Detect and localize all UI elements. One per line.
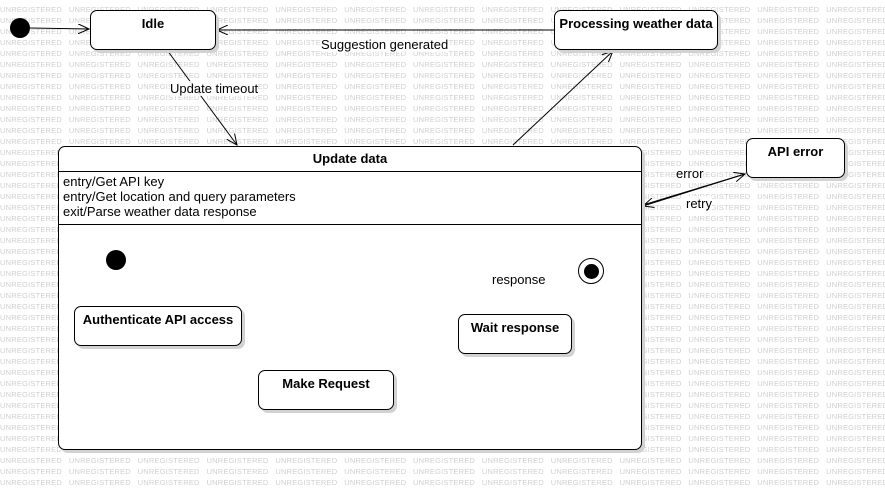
entry-action-location: entry/Get location and query parameters [63,189,296,204]
label-suggestion-generated: Suggestion generated [321,37,449,52]
initial-state-dot [10,18,30,38]
arrow-apierror-to-update [643,173,746,206]
state-make-request-label: Make Request [282,376,370,391]
entry-action-api-key: entry/Get API key [63,174,165,189]
update-data-title-divider [59,171,641,172]
update-data-title: Update data [312,151,388,166]
label-retry: retry [686,196,712,211]
label-response: response [492,272,546,287]
state-processing-weather-data: Processing weather data [554,10,718,50]
label-error: error [676,166,704,181]
state-idle: Idle [90,10,216,50]
final-state-core [583,263,599,279]
state-api-error-label: API error [767,144,824,159]
state-wait-response-label: Wait response [470,320,560,335]
arrow-idle-to-update [166,49,237,145]
update-data-actions-divider [59,224,641,225]
state-authenticate-api-access: Authenticate API access [74,306,242,346]
final-state [578,258,604,284]
state-authenticate-label: Authenticate API access [82,312,234,327]
arrow-update-to-processing [512,51,613,146]
state-idle-label: Idle [141,16,165,31]
exit-action-parse: exit/Parse weather data response [63,204,257,219]
label-update-timeout: Update timeout [170,81,259,96]
inner-initial-state-dot [106,250,126,270]
state-make-request: Make Request [258,370,394,410]
state-processing-label: Processing weather data [559,16,713,31]
state-wait-response: Wait response [458,314,572,354]
arrow-initial-to-idle [29,28,89,29]
state-api-error: API error [746,138,845,178]
